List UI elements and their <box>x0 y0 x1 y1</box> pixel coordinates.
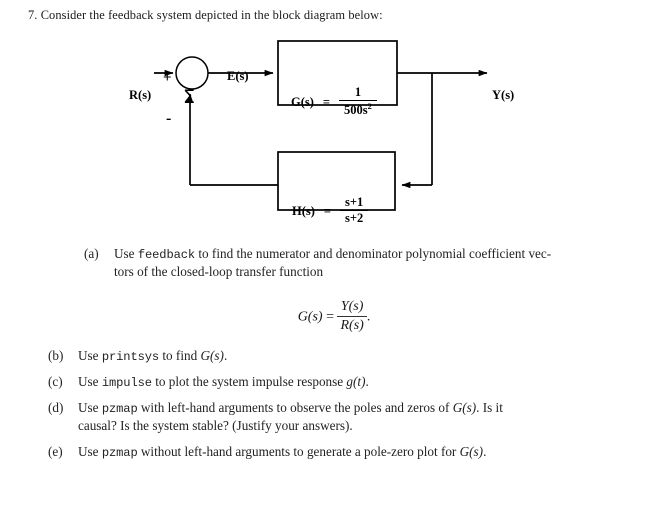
block-diagram: R(s) E(s) Y(s) + - Σ G(s) = 1 500s2 H(s)… <box>0 26 668 226</box>
part-b-text: Use printsys to find G(s). <box>78 348 228 364</box>
part-a: (a) Use feedback to find the numerator a… <box>84 246 624 280</box>
g-block-rect <box>277 40 398 106</box>
part-c: (c) Use impulse to plot the system impul… <box>48 374 608 392</box>
part-c-marker: (c) <box>48 374 63 389</box>
g-denominator: 500s2 <box>339 99 377 118</box>
block-diagram-lines <box>154 40 488 211</box>
g-block-name: G(s) <box>291 95 314 110</box>
h-block-rect <box>277 151 396 211</box>
h-block-fraction: s+1 s+2 <box>340 195 369 226</box>
h-block-equals: = <box>323 204 332 218</box>
output-label-ys: Y(s) <box>492 88 515 102</box>
display-equation-numerator: Y(s) <box>340 299 364 314</box>
display-equation-equals: = <box>326 309 334 325</box>
part-b-marker: (b) <box>48 348 64 363</box>
part-e-marker: (e) <box>48 444 63 459</box>
part-a-text: Use feedback to find the numerator and d… <box>114 246 552 262</box>
part-e-text: Use pzmap without left-hand arguments to… <box>78 444 487 460</box>
part-d-text: Use pzmap with left-hand arguments to ob… <box>78 400 503 416</box>
error-label-es: E(s) <box>227 69 249 83</box>
h-block-content: H(s) = s+1 s+2 <box>292 195 369 226</box>
part-a-marker: (a) <box>84 246 99 261</box>
sigma-icon: Σ <box>183 86 196 108</box>
part-d-marker: (d) <box>48 400 64 415</box>
input-label-rs: R(s) <box>129 88 152 102</box>
part-b: (b) Use printsys to find G(s). <box>48 348 608 366</box>
g-block-content: G(s) = 1 500s2 <box>291 85 377 118</box>
display-equation-lhs: G(s) <box>297 309 323 325</box>
h-numerator: s+1 <box>345 195 364 209</box>
plus-sign: + <box>163 70 172 86</box>
part-a-text-line2: tors of the closed-loop transfer functio… <box>114 263 324 279</box>
minus-sign: - <box>166 110 172 127</box>
h-block-name: H(s) <box>292 204 315 218</box>
display-equation-period: . <box>366 309 371 325</box>
h-denominator: s+2 <box>340 209 369 226</box>
g-block-fraction: 1 500s2 <box>339 85 377 118</box>
g-denominator-base: 500s <box>344 102 368 117</box>
g-denominator-exponent: 2 <box>367 100 372 111</box>
summing-junction <box>175 56 209 90</box>
part-c-text: Use impulse to plot the system impulse r… <box>78 374 369 390</box>
display-equation-fraction: Y(s) R(s) <box>337 299 367 334</box>
g-block-equals: = <box>322 95 331 110</box>
g-numerator: 1 <box>354 85 362 99</box>
part-d-text-line2: causal? Is the system stable? (Justify y… <box>78 417 353 433</box>
display-equation: G(s) = Y(s) R(s) . <box>0 299 668 334</box>
part-e: (e) Use pzmap without left-hand argument… <box>48 444 638 462</box>
question-stem: 7. Consider the feedback system depicted… <box>28 8 383 22</box>
part-d: (d) Use pzmap with left-hand arguments t… <box>48 400 628 434</box>
display-equation-denominator: R(s) <box>337 315 367 334</box>
